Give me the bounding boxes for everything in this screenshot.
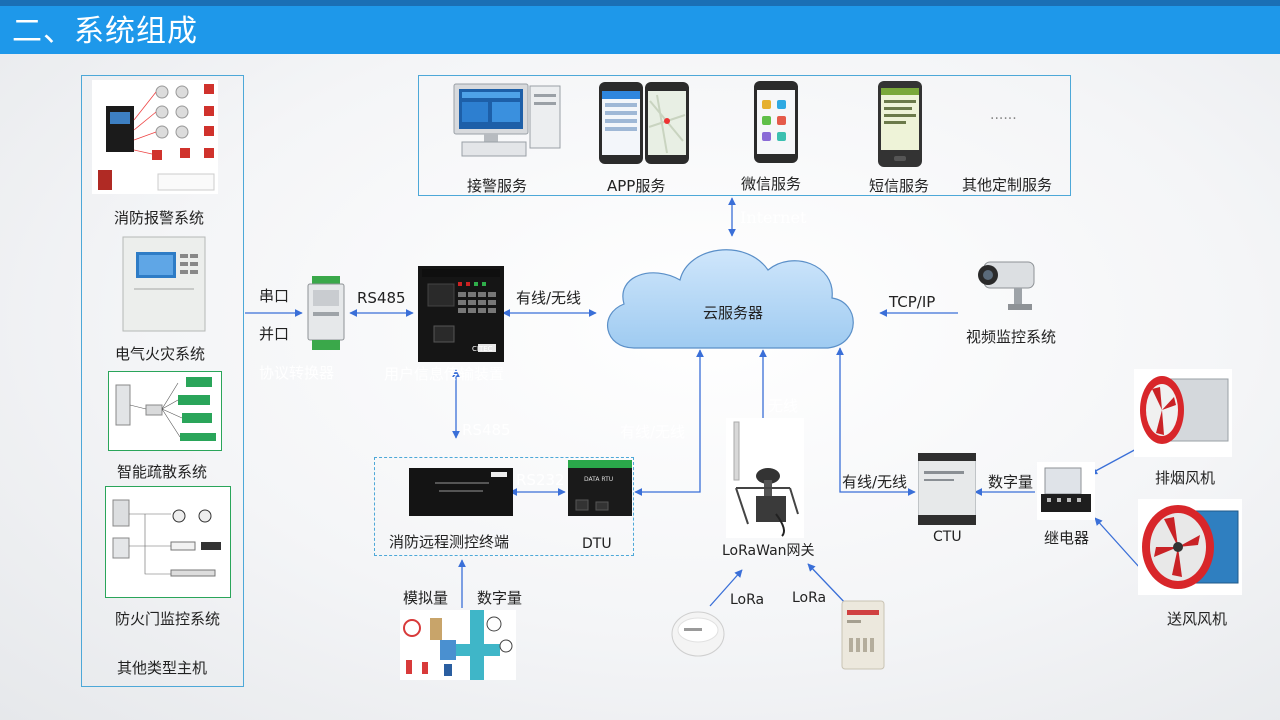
ctu-icon	[918, 453, 976, 525]
protocol-converter-icon	[307, 276, 345, 350]
wired-wireless-label-c: 有线/无线	[842, 473, 908, 491]
fire-door-diagram-icon	[105, 486, 231, 598]
user-device-label: 用户信息传输装置	[384, 365, 505, 383]
supply-fan-label: 送风风机	[1167, 610, 1228, 628]
relay-icon	[1037, 462, 1095, 520]
dtu-icon	[568, 460, 632, 516]
other-hosts-label: 其他类型主机	[117, 659, 208, 677]
title-bar: 二、系统组成	[0, 6, 1280, 54]
arrow-ctu-cloud	[836, 347, 916, 496]
evacuation-diagram-icon	[108, 371, 222, 451]
digital-label-a: 数字量	[477, 589, 523, 607]
computer-icon	[453, 83, 561, 157]
fire-door-system-label: 防火门监控系统	[115, 610, 221, 628]
serial-port-label: 串口	[259, 287, 290, 305]
cloud-server-label: 云服务器	[703, 304, 764, 322]
phone-app-icon	[599, 82, 689, 164]
device-brand-text: CITEC	[472, 345, 493, 353]
relay-label: 继电器	[1044, 529, 1090, 547]
remote-terminal-group	[374, 457, 634, 556]
rs232-label: RS232	[516, 471, 565, 489]
sensor-pipeline-icon	[400, 610, 516, 680]
user-info-device-icon	[418, 266, 504, 362]
gas-detector-icon	[841, 600, 885, 670]
lora-label-b: LoRa	[792, 590, 827, 606]
cloud-icon	[607, 249, 854, 349]
service-label-sms: 短信服务	[869, 177, 930, 195]
tcp-ip-label: TCP/IP	[889, 293, 936, 311]
evacuation-system-label: 智能疏散系统	[117, 463, 208, 481]
remote-terminal-icon	[409, 468, 513, 516]
video-camera-icon	[978, 261, 1035, 310]
dtu-label: DTU	[582, 536, 612, 552]
electrical-fire-system-label: 电气火灾系统	[115, 345, 206, 363]
smoke-fan-label: 排烟风机	[1155, 469, 1216, 487]
wired-wireless-label-a: 有线/无线	[516, 289, 582, 307]
ctu-label: CTU	[933, 529, 962, 545]
left-systems-panel	[81, 75, 244, 687]
rs485-label-bottom: RS485	[462, 421, 511, 439]
video-system-label: 视频监控系统	[966, 328, 1057, 346]
rs485-label-top: RS485	[357, 289, 406, 307]
service-label-dispatch: 接警服务	[467, 177, 528, 195]
supply-air-fan-icon	[1138, 499, 1242, 595]
converter-label: 协议转换器	[259, 364, 335, 382]
sms-phone-icon	[878, 81, 922, 167]
internet-label: Internet	[740, 208, 807, 227]
lora-label-a: LoRa	[730, 592, 765, 608]
service-label-custom: 其他定制服务	[962, 176, 1053, 194]
fire-alarm-system-label: 消防报警系统	[114, 209, 205, 227]
wired-wireless-label-b: 有线/无线	[620, 423, 686, 441]
service-label-wechat: 微信服务	[741, 175, 802, 193]
dtu-model-text: DATA RTU	[584, 476, 614, 483]
arrow-smoke-gateway	[709, 569, 743, 607]
remote-terminal-label: 消防远程测控终端	[389, 533, 510, 551]
smoke-exhaust-fan-icon	[1134, 369, 1232, 457]
fire-alarm-diagram-icon	[92, 80, 218, 194]
digital-label-b: 数字量	[988, 473, 1034, 491]
page-title: 二、系统组成	[12, 14, 198, 49]
analog-label: 模拟量	[403, 589, 449, 607]
top-accent-strip	[0, 0, 1280, 6]
parallel-port-label: 并口	[259, 325, 290, 343]
electrical-fire-panel-icon	[122, 236, 206, 332]
services-panel	[418, 75, 1071, 196]
lora-gateway-label: LoRaWan网关	[722, 543, 815, 559]
arrow-smokefan-relay	[1089, 446, 1141, 475]
arrow-gas-gateway	[807, 563, 849, 607]
arrow-supplyfan-relay	[1094, 517, 1141, 569]
service-ellipsis: ......	[990, 107, 1017, 123]
smoke-detector-icon	[671, 611, 725, 657]
wechat-phone-icon	[754, 81, 798, 163]
wireless-label: 无线	[768, 397, 799, 415]
lora-gateway-icon	[726, 418, 804, 538]
service-label-app: APP服务	[607, 177, 666, 195]
arrow-dtu-cloud	[634, 349, 704, 496]
